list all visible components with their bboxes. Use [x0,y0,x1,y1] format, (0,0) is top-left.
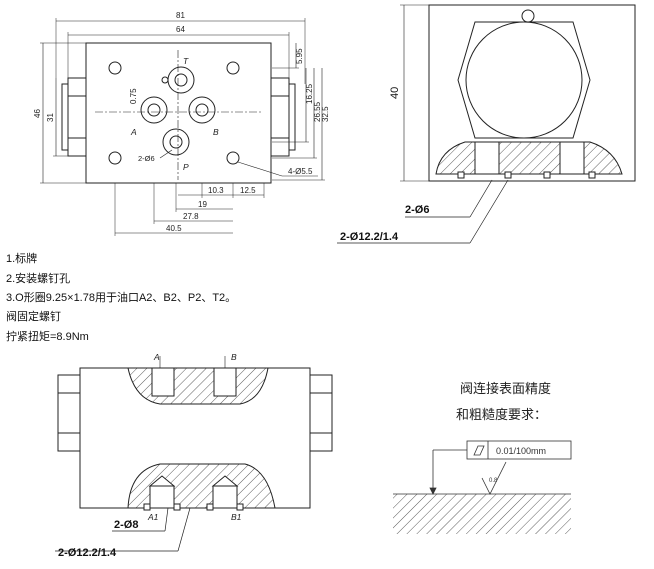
port-t [167,66,195,94]
note-1: 1.标牌 [6,253,38,265]
dim-0-75: 0.75 [129,88,138,104]
port-label-a: A [130,127,137,137]
section-hatch [435,141,623,175]
dim-19: 19 [198,200,207,209]
dim-5-95: 5.95 [295,48,304,64]
port-label-b: B [213,127,219,137]
callout-side-oring: 2-Ø12.2/1.4 [340,231,399,243]
callout-mount-hole: 4-Ø5.5 [288,167,313,176]
port-a [140,96,168,124]
callout-section-oring: 2-Ø12.2/1.4 [58,547,117,559]
dim-26-55: 26.55 [313,101,322,122]
dim-81: 81 [176,11,185,20]
dim-10-3: 10.3 [208,186,224,195]
flatness-value: 0.01/100mm [496,446,546,456]
dim-64: 64 [176,25,185,34]
callout-section-hole: 2-Ø8 [114,519,138,531]
dim-46: 46 [33,109,42,118]
section-callouts: 2-Ø8 2-Ø12.2/1.4 [58,519,138,559]
section-port-b1: B1 [231,512,242,522]
section-view [55,356,333,552]
hex-circle [465,21,583,139]
note-3: 3.O形圈9.25×1.78用于油口A2、B2、P2、T2。 [6,292,237,304]
port-label-p: P [183,162,189,172]
right-end-nut [270,77,290,157]
roughness-value: 0.8 [489,478,498,484]
section-view-labels: A B A1 B1 [147,352,242,522]
surface-requirement-labels: 0.01/100mm 0.8 [489,446,546,484]
dim-32-5: 32.5 [321,106,330,122]
mount-hole [108,61,122,75]
locating-pin [161,76,169,84]
note-4: 阀固定螺钉 [6,311,61,323]
side-view [337,4,636,244]
dim-12-5: 12.5 [240,186,256,195]
section-port-a1: A1 [147,512,159,522]
dim-31: 31 [46,113,55,122]
dim-40-5: 40.5 [166,224,182,233]
surface-hatch [393,494,571,534]
dim-27-8: 27.8 [183,212,199,221]
section-right-nut [309,374,333,452]
mount-hole [226,151,240,165]
side-view-outline [428,4,636,182]
top-view-labels: 81 64 46 31 5.95 0.75 16.25 26.55 32.5 1… [33,11,330,233]
section-left-nut [57,374,81,452]
dim-40: 40 [389,87,401,99]
surface-title-1: 阀连接表面精度 [460,381,552,396]
hex-nut [457,21,591,139]
left-end-nut [67,77,87,157]
port-label-t: T [183,56,189,66]
note-5: 拧紧扭矩=8.9Nm [6,331,89,343]
section-port-a: A [153,352,160,362]
callout-side-hole: 2-Ø6 [405,204,429,216]
top-view [40,18,325,236]
surface-title-2: 和粗糙度要求： [456,407,548,422]
port-b [188,96,216,124]
valve-plate-outline [85,42,272,184]
mount-hole [108,151,122,165]
section-top-hatch [127,367,269,405]
callout-port-hole: 2-Ø6 [138,154,155,163]
note-2: 2.安装螺钉孔 [6,273,71,285]
side-view-labels: 40 2-Ø6 2-Ø12.2/1.4 [340,87,429,243]
section-port-b: B [231,352,237,362]
dim-16-25: 16.25 [305,83,314,104]
surface-requirement [393,440,572,534]
mount-hole [226,61,240,75]
port-p [162,128,190,156]
